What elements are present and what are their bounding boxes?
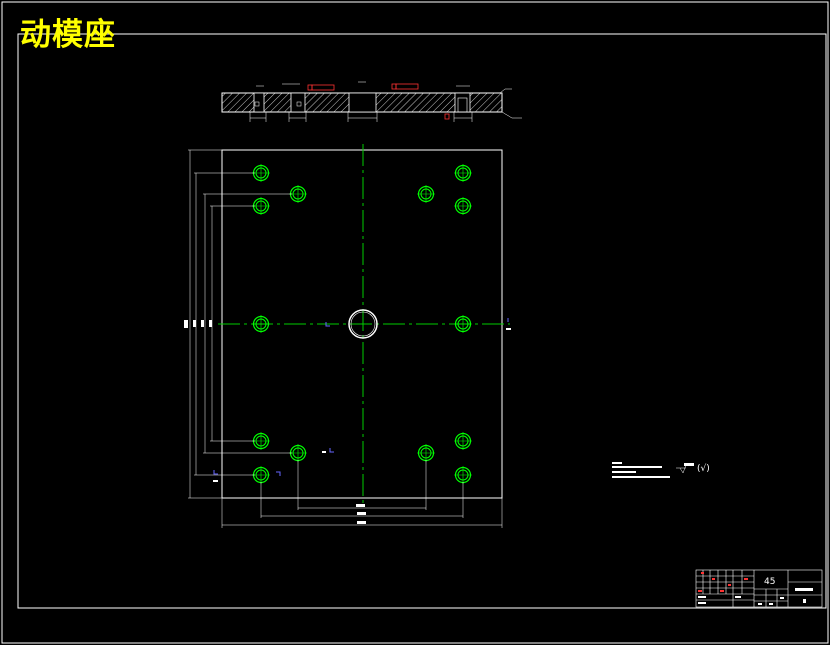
technical-notes: (√) bbox=[612, 462, 710, 478]
plan-view bbox=[184, 144, 511, 528]
material-label: 45 bbox=[764, 577, 775, 587]
left-dim-labels bbox=[184, 320, 212, 328]
title-block bbox=[695, 569, 823, 608]
drawing-title: 动模座 bbox=[20, 17, 116, 53]
center-bore bbox=[348, 309, 378, 339]
svg-text:(√): (√) bbox=[697, 463, 710, 474]
corner-markers bbox=[213, 318, 509, 476]
inner-border bbox=[17, 33, 827, 609]
bottom-dimensions bbox=[221, 460, 503, 528]
section-view bbox=[221, 81, 522, 122]
